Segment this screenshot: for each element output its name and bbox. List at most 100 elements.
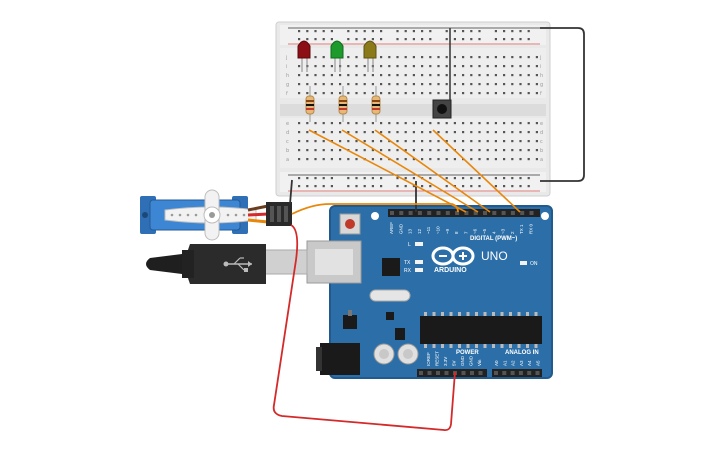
- analog-pin-label: A4: [527, 360, 532, 366]
- digital-pin-label: ~3: [501, 228, 506, 234]
- digital-pin-label: ~9: [445, 228, 450, 234]
- usb-chip: [382, 258, 400, 276]
- led-yellow[interactable]: [363, 40, 377, 72]
- wire-red-5v[interactable]: [272, 224, 456, 432]
- wire-orange-servo-signal[interactable]: [291, 203, 459, 215]
- digital-pin-socket[interactable]: [436, 211, 441, 215]
- row-letter: e: [286, 121, 289, 127]
- power-pin-socket[interactable]: [478, 371, 483, 375]
- digital-pin-socket[interactable]: [390, 211, 394, 215]
- row-letter: c: [286, 139, 289, 145]
- digital-pin-socket[interactable]: [473, 211, 478, 215]
- breadboard-holes: [298, 30, 538, 188]
- led-l-label: L: [408, 242, 411, 248]
- analog-pin-socket[interactable]: [527, 371, 532, 375]
- digital-pin-label: AREF: [389, 222, 394, 234]
- wire-orange-button[interactable]: [432, 129, 521, 213]
- row-letter: g: [286, 82, 289, 88]
- row-letter: c: [540, 139, 543, 145]
- digital-pin-label: ~10: [436, 226, 441, 234]
- digital-pin-socket[interactable]: [520, 211, 525, 215]
- usb-cable[interactable]: [146, 244, 308, 284]
- analog-pin-socket[interactable]: [494, 371, 498, 375]
- servo-motor[interactable]: [140, 189, 292, 241]
- digital-pin-label: RX 0: [529, 223, 534, 234]
- power-pin-socket[interactable]: [461, 371, 466, 375]
- arduino-model: UNO: [481, 249, 508, 263]
- wire-orange-led-green[interactable]: [341, 129, 479, 213]
- row-letter: i: [540, 64, 541, 70]
- analog-label: ANALOG IN: [505, 350, 539, 356]
- crystal-oscillator: [369, 289, 411, 302]
- analog-pin-socket[interactable]: [502, 371, 507, 375]
- power-pin-socket[interactable]: [436, 371, 440, 375]
- resistor-3[interactable]: [371, 86, 381, 122]
- atmega-chip: [420, 312, 542, 348]
- digital-pin-socket[interactable]: [399, 211, 404, 215]
- push-button[interactable]: [432, 99, 452, 119]
- row-letter: f: [286, 91, 288, 97]
- usb-symbol-icon: [223, 257, 252, 272]
- wire-orange-led-yellow[interactable]: [374, 129, 491, 213]
- led-red[interactable]: [297, 40, 311, 72]
- row-letter: j: [539, 55, 541, 61]
- power-pin-socket[interactable]: [444, 371, 449, 375]
- analog-pin-sockets[interactable]: [494, 371, 540, 375]
- digital-pin-label: 4: [491, 231, 496, 234]
- reset-button-cap[interactable]: [345, 219, 355, 229]
- center-channel: [280, 104, 546, 116]
- wire-orange-led-red[interactable]: [308, 129, 467, 213]
- led-green[interactable]: [330, 40, 344, 72]
- led-tx-label: TX: [404, 260, 411, 266]
- digital-pin-label: ~6: [473, 228, 478, 234]
- digital-pin-socket[interactable]: [427, 211, 432, 215]
- digital-pin-socket[interactable]: [492, 211, 497, 215]
- row-letter: d: [540, 130, 543, 136]
- voltage-regulator: [343, 315, 357, 329]
- row-letter: b: [286, 148, 289, 154]
- analog-pin-socket[interactable]: [518, 371, 523, 375]
- row-letter: a: [286, 157, 289, 163]
- wire-black-rail-loop[interactable]: [540, 27, 585, 182]
- resistor-2[interactable]: [338, 86, 348, 122]
- digital-pin-socket[interactable]: [501, 211, 506, 215]
- arduino-logo-icon: [431, 246, 475, 266]
- power-pin-socket[interactable]: [427, 371, 432, 375]
- digital-pin-socket[interactable]: [483, 211, 487, 215]
- dc-power-jack: [316, 343, 360, 375]
- digital-pin-socket[interactable]: [464, 211, 469, 215]
- led-rx-label: RX: [404, 268, 412, 274]
- analog-pin-label: A5: [536, 360, 541, 366]
- wire-black-servo-gnd[interactable]: [289, 179, 293, 205]
- row-letter: f: [540, 91, 542, 97]
- power-led: [520, 261, 527, 265]
- digital-pin-sockets[interactable]: [390, 211, 534, 215]
- power-pin-label: RESET: [435, 351, 440, 366]
- analog-pin-socket[interactable]: [510, 371, 515, 375]
- resistor-1[interactable]: [305, 86, 315, 122]
- digital-pin-socket[interactable]: [408, 211, 413, 215]
- analog-pin-socket[interactable]: [535, 371, 540, 375]
- led-tx-indicator: [415, 260, 423, 264]
- row-letter: i: [286, 64, 287, 70]
- digital-pin-socket[interactable]: [417, 211, 422, 215]
- power-pin-socket[interactable]: [470, 371, 474, 375]
- digital-pin-socket[interactable]: [510, 211, 515, 215]
- power-pin-label: 5V: [452, 360, 457, 366]
- digital-pin-socket[interactable]: [529, 211, 534, 215]
- power-pin-socket[interactable]: [419, 371, 423, 375]
- row-letter: g: [540, 82, 543, 88]
- digital-pin-socket[interactable]: [455, 211, 460, 215]
- power-pin-label: 3.3V: [443, 357, 448, 366]
- power-pin-label: GND: [469, 355, 474, 366]
- servo-horn[interactable]: [164, 189, 257, 241]
- digital-pin-label: 7: [463, 231, 468, 234]
- analog-pin-label: A0: [494, 360, 499, 366]
- digital-pin-socket[interactable]: [445, 211, 450, 215]
